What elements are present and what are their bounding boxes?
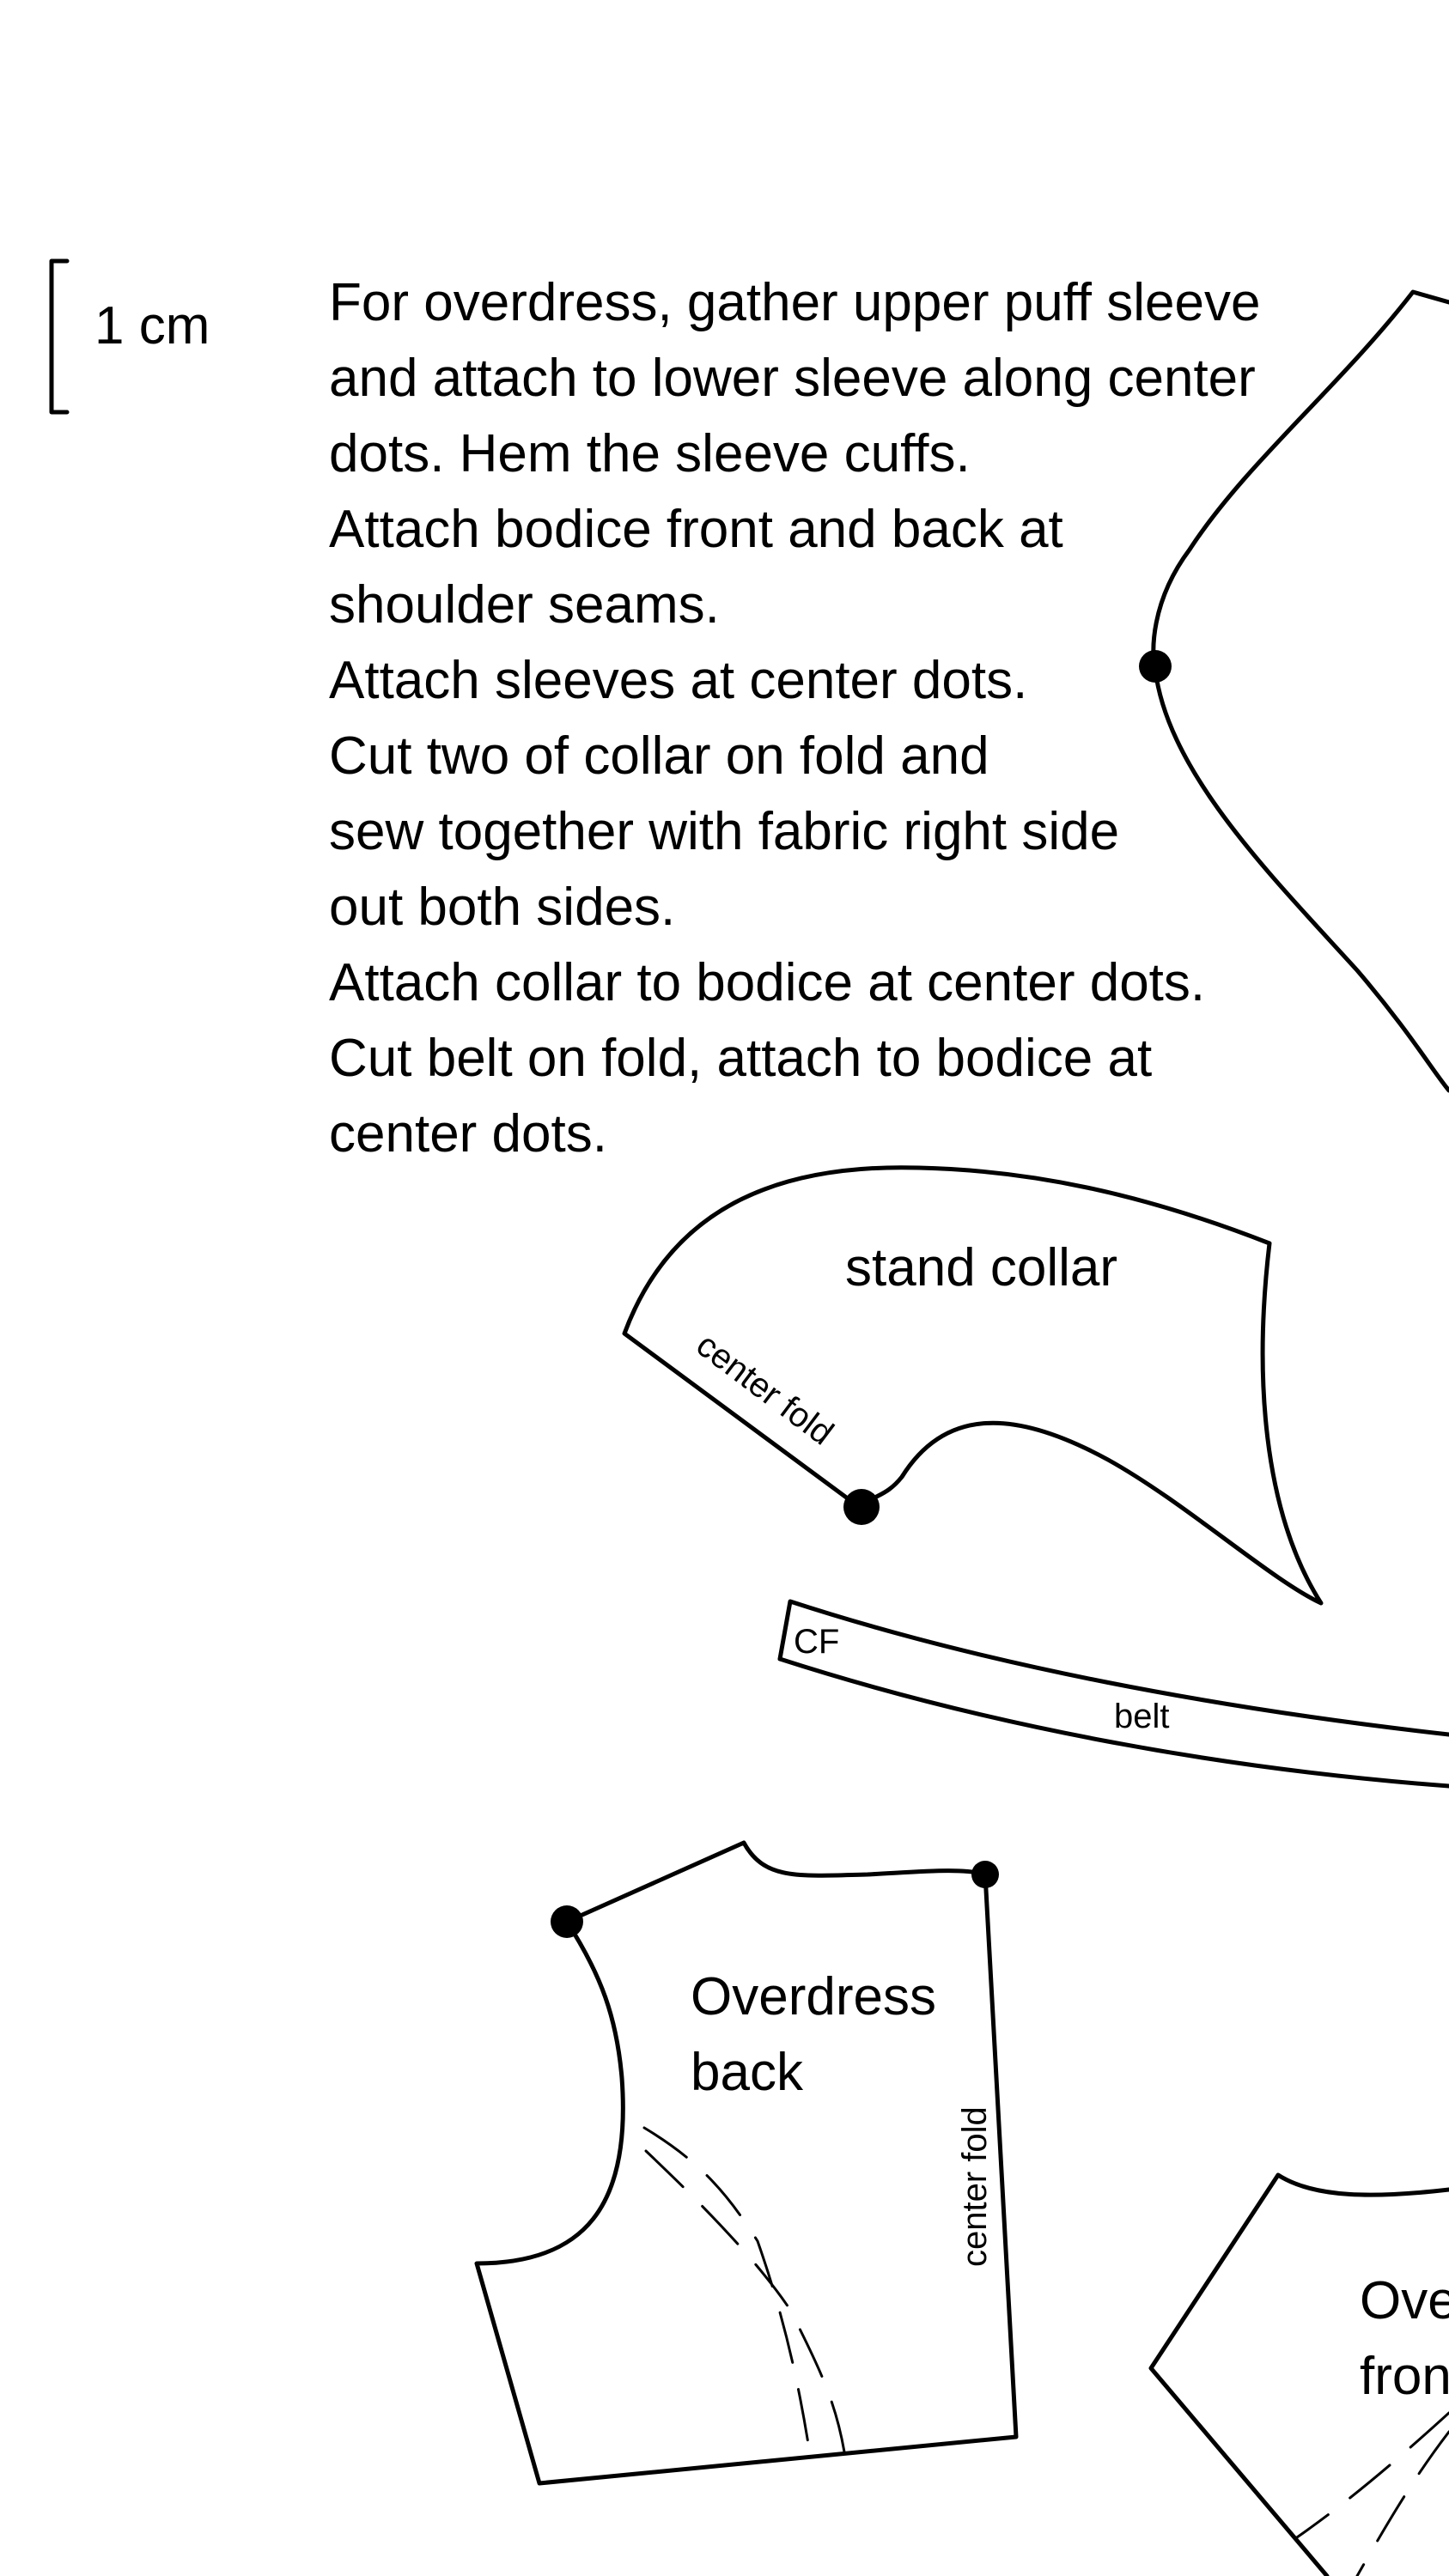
instruction-line: Attach sleeves at center dots. [329, 651, 1027, 710]
collar-fold-label: center fold [690, 1326, 841, 1453]
belt-cf-label: CF [794, 1623, 839, 1661]
front-outline [1148, 2172, 1449, 2576]
overdress-front-piece: Ove fron [1148, 2172, 1449, 2576]
belt-outline [777, 1599, 1449, 1789]
back-title-line1: Overdress [691, 1967, 936, 2026]
belt-title: belt [1114, 1698, 1170, 1735]
collar-center-dot [843, 1489, 880, 1525]
instruction-line: out both sides. [329, 878, 675, 937]
stand-collar-piece: stand collar center fold [622, 1165, 1324, 1606]
instruction-line: Attach collar to bodice at center dots. [329, 953, 1205, 1012]
back-outline [474, 1840, 1019, 2486]
overdress-back-piece: Overdress back center fold [474, 1840, 1019, 2486]
instruction-line: shoulder seams. [329, 575, 720, 635]
collar-outline [622, 1165, 1324, 1606]
instruction-line: center dots. [329, 1104, 607, 1163]
sleeve-piece [1139, 289, 1449, 1093]
back-dart-line [642, 2126, 813, 2468]
front-dart-line [1295, 2411, 1449, 2539]
instruction-line: dots. Hem the sleeve cuffs. [329, 424, 971, 483]
instructions-block: For overdress, gather upper puff sleeve … [329, 273, 1260, 1163]
scale-label: 1 cm [94, 296, 210, 355]
instruction-line: For overdress, gather upper puff sleeve [329, 273, 1260, 332]
belt-piece: CF belt [777, 1599, 1449, 1789]
front-title-line1: Ove [1360, 2271, 1449, 2330]
back-neck-dot [971, 1861, 999, 1888]
instruction-line: and attach to lower sleeve along center [329, 349, 1256, 408]
back-shoulder-dot [551, 1905, 583, 1938]
front-dart-line [1355, 2430, 1449, 2576]
instruction-line: sew together with fabric right side [329, 802, 1119, 861]
sleeve-center-dot [1139, 650, 1172, 683]
front-title-line2: fron [1360, 2347, 1449, 2406]
instruction-line: Cut two of collar on fold and [329, 726, 989, 786]
back-fold-label: center fold [956, 2106, 994, 2267]
back-title-line2: back [691, 2043, 804, 2102]
instruction-line: Attach bodice front and back at [329, 500, 1063, 559]
scale-bracket [49, 258, 70, 415]
scale-marker: 1 cm [49, 258, 210, 415]
instruction-line: Cut belt on fold, attach to bodice at [329, 1029, 1152, 1088]
back-dart-line [644, 2149, 848, 2464]
collar-title: stand collar [845, 1238, 1117, 1297]
